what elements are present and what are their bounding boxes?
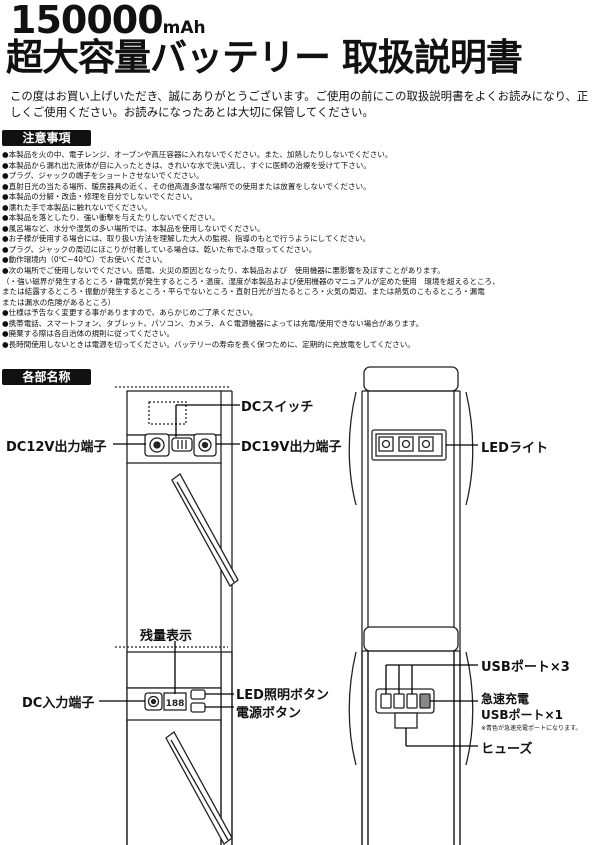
label-fuse: ヒューズ (481, 742, 533, 757)
capacity-heading: 150000mAh (10, 0, 206, 48)
dc-switch-icon (171, 437, 193, 452)
capacity-value: 150000 (10, 0, 164, 42)
cautions-list: 本製品を火の中、電子レンジ、オーブンや高圧容器に入れないでください。また、加熱し… (2, 150, 598, 350)
label-quick-charge: 急速充電 (481, 692, 530, 706)
label-dc-switch: DCスイッチ (241, 400, 314, 415)
handle-lower-icon (165, 731, 233, 845)
handle-icon (171, 473, 239, 587)
label-dc12v-output: DC12V出力端子 (6, 440, 107, 455)
front-lower-device (99, 641, 234, 845)
dc12v-port-icon (144, 433, 170, 457)
caution-item: プラグ、ジャックの端子をショートさせないでください。 (2, 171, 598, 182)
caution-item: 動作環境内（0℃~40℃）でお使いください。 (2, 255, 598, 266)
cautions-heading: 注意事項 (2, 130, 91, 146)
label-remaining: 残量表示 (140, 629, 193, 644)
label-quick-charge-usb: USBポート×1 (481, 708, 563, 722)
label-led-light: LEDライト (481, 441, 548, 456)
caution-item: 本製品から漏れ出た液体が目に入ったときは、きれいな水で洗い流し、すぐに医師の治療… (2, 161, 598, 172)
page-title: 超大容量バッテリー 取扱説明書 (6, 36, 523, 79)
label-usb-x3: USBポート×3 (481, 660, 570, 675)
caution-item: 風呂場など、水分や湿気の多い場所では、本製品を使用しないでください。 (2, 224, 598, 235)
label-dc-input: DC入力端子 (22, 696, 95, 711)
label-power-button: 電源ボタン (236, 706, 302, 721)
capacity-unit: mAh (162, 18, 206, 38)
dc-input-port-icon (144, 692, 163, 711)
fuse-icon (394, 712, 418, 729)
button-icons (190, 689, 206, 713)
led-light-icon (378, 436, 434, 452)
caution-item: 携帯電話、スマートフォン、タブレット、パソコン、カメラ、ＡＣ電源機器によっては充… (2, 319, 598, 330)
intro-text: この度はお買い上げいただき、誠にありがとうございます。ご使用の前にこの取扱説明書… (10, 89, 589, 119)
caution-item: お子様が使用する場合には、取り扱い方法を理解した大人の監視、指導のもとで行うよう… (2, 234, 598, 245)
usb-note: ※青色が急速充電ポートになります。 (481, 725, 582, 732)
label-dc19v-output: DC19V出力端子 (241, 440, 342, 455)
parts-heading: 各部名称 (2, 369, 91, 385)
front-upper-device (113, 386, 240, 845)
caution-item: 本製品を火の中、電子レンジ、オーブンや高圧容器に入れないでください。また、加熱し… (2, 150, 598, 161)
caution-item: 次の場所でご使用しないでください。感電、火災の原因となったり、本製品および 使用… (2, 266, 598, 308)
caution-item: 本製品の分解・改造・修理を自分でしないでください。 (2, 192, 598, 203)
caution-item: プラグ、ジャックの周辺にほこりが付着している場合は、乾いた布でふき取ってください… (2, 245, 598, 256)
caution-item: 仕様は予告なく変更する事がありますので、あらかじめご了承ください。 (2, 308, 598, 319)
display-digits: 188 (166, 699, 185, 709)
caution-item: 廃棄する際は各自治体の規則に従ってください。 (2, 329, 598, 340)
caution-item: 直射日光の当たる場所、暖房器具の近く、その他高温多湿な場所での使用または放置をし… (2, 182, 598, 193)
caution-item: 本製品を落としたり、強い衝撃を与えたりしないでください。 (2, 213, 598, 224)
caution-item: 長時間使用しないときは電源を切ってください。バッテリーの寿命を長く保つために、定… (2, 340, 598, 351)
dc19v-port-icon (193, 433, 217, 457)
back-lower-device (348, 626, 478, 845)
label-led-button: LED照明ボタン (236, 688, 329, 703)
caution-item: 濡れた手で本製品に触れないでください。 (2, 203, 598, 214)
